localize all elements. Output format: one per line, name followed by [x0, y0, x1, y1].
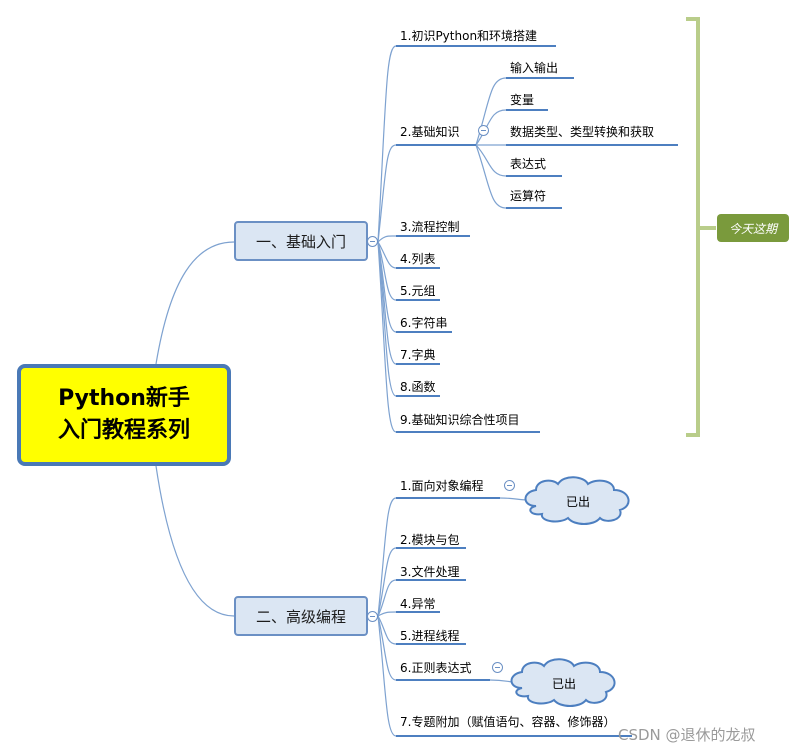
collapse-icon[interactable]: [478, 125, 489, 136]
topic-node[interactable]: 7.字典: [400, 348, 436, 362]
collapse-icon[interactable]: [492, 662, 503, 673]
branch-label: 二、高级编程: [255, 607, 346, 626]
cloud-shape-2: [510, 658, 616, 707]
root-title-line2: 入门教程系列: [57, 418, 190, 443]
topic-node[interactable]: 3.文件处理: [400, 565, 460, 579]
summary-tag[interactable]: 今天这期: [717, 214, 789, 242]
topic-node[interactable]: 4.异常: [400, 597, 436, 611]
topic-node[interactable]: 2.基础知识: [400, 125, 460, 139]
connector-root-branch2: [155, 465, 235, 617]
collapse-icon[interactable]: [367, 236, 378, 247]
topic-node[interactable]: 2.模块与包: [400, 533, 460, 547]
watermark: CSDN @退休的龙叔: [618, 726, 756, 744]
topic-node[interactable]: 6.正则表达式: [400, 661, 472, 675]
cloud-shape-1: [524, 476, 630, 525]
collapse-icon[interactable]: [367, 611, 378, 622]
topic-node[interactable]: 3.流程控制: [400, 220, 460, 234]
root-title-line1: Python新手: [58, 386, 190, 411]
subtopic-node[interactable]: 表达式: [510, 157, 547, 171]
bracket: [686, 17, 716, 437]
topic-node[interactable]: 9.基础知识综合性项目: [400, 413, 520, 427]
callout-published: 已出: [566, 495, 591, 509]
topic-node[interactable]: 1.面向对象编程: [400, 479, 484, 493]
root-node[interactable]: Python新手 入门教程系列: [17, 364, 231, 466]
topic-node[interactable]: 8.函数: [400, 380, 436, 394]
collapse-icon[interactable]: [504, 480, 515, 491]
branch-label: 一、基础入门: [255, 232, 346, 251]
subtopic-node[interactable]: 变量: [510, 93, 535, 107]
connector-root-branch1: [155, 241, 235, 365]
topic-node[interactable]: 7.专题附加（赋值语句、容器、修饰器）: [400, 715, 616, 729]
topic-node[interactable]: 6.字符串: [400, 316, 448, 330]
subtopic-node[interactable]: 运算符: [510, 189, 547, 203]
topic-node[interactable]: 4.列表: [400, 252, 436, 266]
callout-published: 已出: [552, 677, 577, 691]
topic-node[interactable]: 5.元组: [400, 284, 436, 298]
topic-node[interactable]: 1.初识Python和环境搭建: [400, 29, 538, 43]
subtopic-node[interactable]: 输入输出: [510, 61, 559, 75]
branch-node-advanced[interactable]: 二、高级编程: [234, 596, 368, 636]
summary-tag-label: 今天这期: [728, 221, 777, 236]
subtopic-node[interactable]: 数据类型、类型转换和获取: [510, 125, 655, 139]
topic-node[interactable]: 5.进程线程: [400, 629, 460, 643]
branch-node-basics[interactable]: 一、基础入门: [234, 221, 368, 261]
